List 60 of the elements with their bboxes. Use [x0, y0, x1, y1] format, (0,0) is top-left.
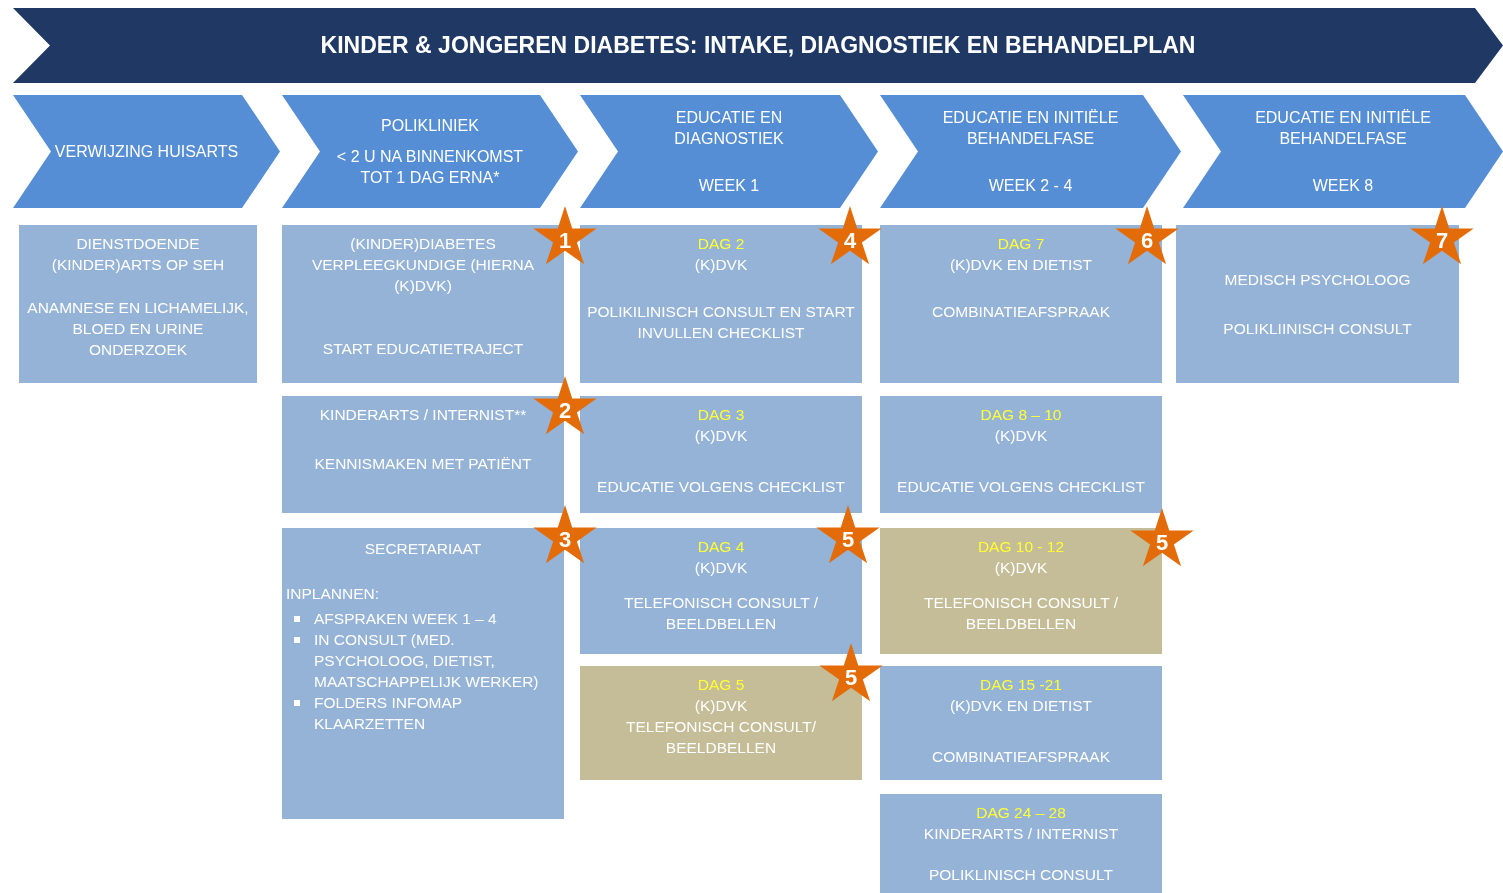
phase-title: EDUCATIE EN INITIËLE BEHANDELFASE: [941, 108, 1120, 149]
phase-subtitle: WEEK 1: [698, 176, 760, 196]
day-label: DAG 4: [697, 537, 745, 557]
step-box: [880, 225, 1162, 383]
step-box: [880, 794, 1162, 893]
box-text: (K)DVK: [994, 426, 1048, 446]
phase-title: POLIKLINIEK: [381, 116, 479, 136]
box-text: (K)DVK: [994, 558, 1048, 578]
phase-title: EDUCATIE EN DIAGNOSTIEK: [673, 108, 785, 149]
box-heading: MEDISCH PSYCHOLOOG: [1224, 270, 1411, 290]
box-text: INPLANNEN:: [286, 584, 381, 604]
step-box: [1176, 225, 1459, 383]
box-text: EDUCATIE VOLGENS CHECKLIST: [897, 477, 1145, 497]
step-box: [880, 396, 1162, 513]
box-heading: KINDERARTS / INTERNIST**: [319, 405, 527, 425]
box-text: POLIKLIINISCH CONSULT: [1223, 319, 1412, 339]
box-text: (K)DVK: [694, 426, 748, 446]
box-text: ANAMNESE EN LICHAMELIJK, BLOED EN URINE ONDERZOEK: [26, 298, 250, 360]
list-item: IN CONSULT (MED. PSYCHOLOOG, DIETIST, MAATSCHAPPELIJK WERKER): [286, 629, 560, 692]
day-label: DAG 5: [697, 675, 745, 695]
box-text: COMBINATIEAFSPRAAK: [932, 302, 1110, 322]
day-label: DAG 10 - 12: [977, 537, 1065, 557]
step-box: [880, 666, 1162, 780]
box-text: EDUCATIE VOLGENS CHECKLIST: [597, 477, 845, 497]
list-item: AFSPRAKEN WEEK 1 – 4: [286, 608, 560, 629]
phase-subtitle: WEEK 8: [1312, 176, 1374, 196]
title: KINDER & JONGEREN DIABETES: INTAKE, DIAGNOSTIEK EN BEHANDELPLAN: [320, 32, 1196, 59]
list-item: FOLDERS INFOMAP KLAARZETTEN: [286, 692, 560, 734]
box-text: (K)DVK EN DIETIST: [949, 696, 1093, 716]
phase-title: VERWIJZING HUISARTS: [54, 142, 239, 162]
step-box: [580, 528, 862, 654]
box-text: (K)DVK: [694, 696, 748, 716]
day-label: DAG 24 – 28: [976, 803, 1066, 823]
box-heading: SECRETARIAAT: [364, 539, 482, 559]
box-text: TELEFONISCH CONSULT / BEELDBELLEN: [922, 593, 1120, 634]
box-text: TELEFONISCH CONSULT / BEELDBELLEN: [622, 593, 820, 634]
phase-subtitle: < 2 U NA BINNENKOMST TOT 1 DAG ERNA*: [335, 147, 525, 188]
day-label: DAG 7: [997, 234, 1045, 254]
box-text: START EDUCATIETRAJECT: [322, 339, 524, 359]
phase-title: EDUCATIE EN INITIËLE BEHANDELFASE: [1254, 108, 1432, 149]
day-label: DAG 8 – 10: [980, 405, 1062, 425]
box-text: KENNISMAKEN MET PATIËNT: [314, 454, 532, 474]
box-text: POLIKLINISCH CONSULT: [928, 865, 1113, 885]
day-label: DAG 15 -21: [980, 675, 1062, 695]
box-text: POLIKILINISCH CONSULT EN START INVULLEN CHECKLIST: [586, 302, 856, 343]
step-box: [580, 225, 862, 383]
day-label: DAG 2: [697, 234, 745, 254]
day-label: DAG 3: [697, 405, 745, 425]
box-text: COMBINATIEAFSPRAAK: [932, 747, 1110, 767]
box-text: KINDERARTS / INTERNIST: [923, 824, 1119, 844]
box-text: TELEFONISCH CONSULT/ BEELDBELLEN: [624, 717, 817, 758]
phase-subtitle: WEEK 2 - 4: [988, 176, 1073, 196]
box-text: (K)DVK: [694, 255, 748, 275]
step-box: [580, 396, 862, 513]
box-heading: DIENSTDOENDE (KINDER)ARTS OP SEH: [50, 234, 226, 275]
box-text: (K)DVK EN DIETIST: [949, 255, 1093, 275]
phase-header: [1183, 95, 1503, 208]
step-box: [19, 225, 257, 383]
box-text: (K)DVK: [694, 558, 748, 578]
step-box: [580, 666, 862, 780]
